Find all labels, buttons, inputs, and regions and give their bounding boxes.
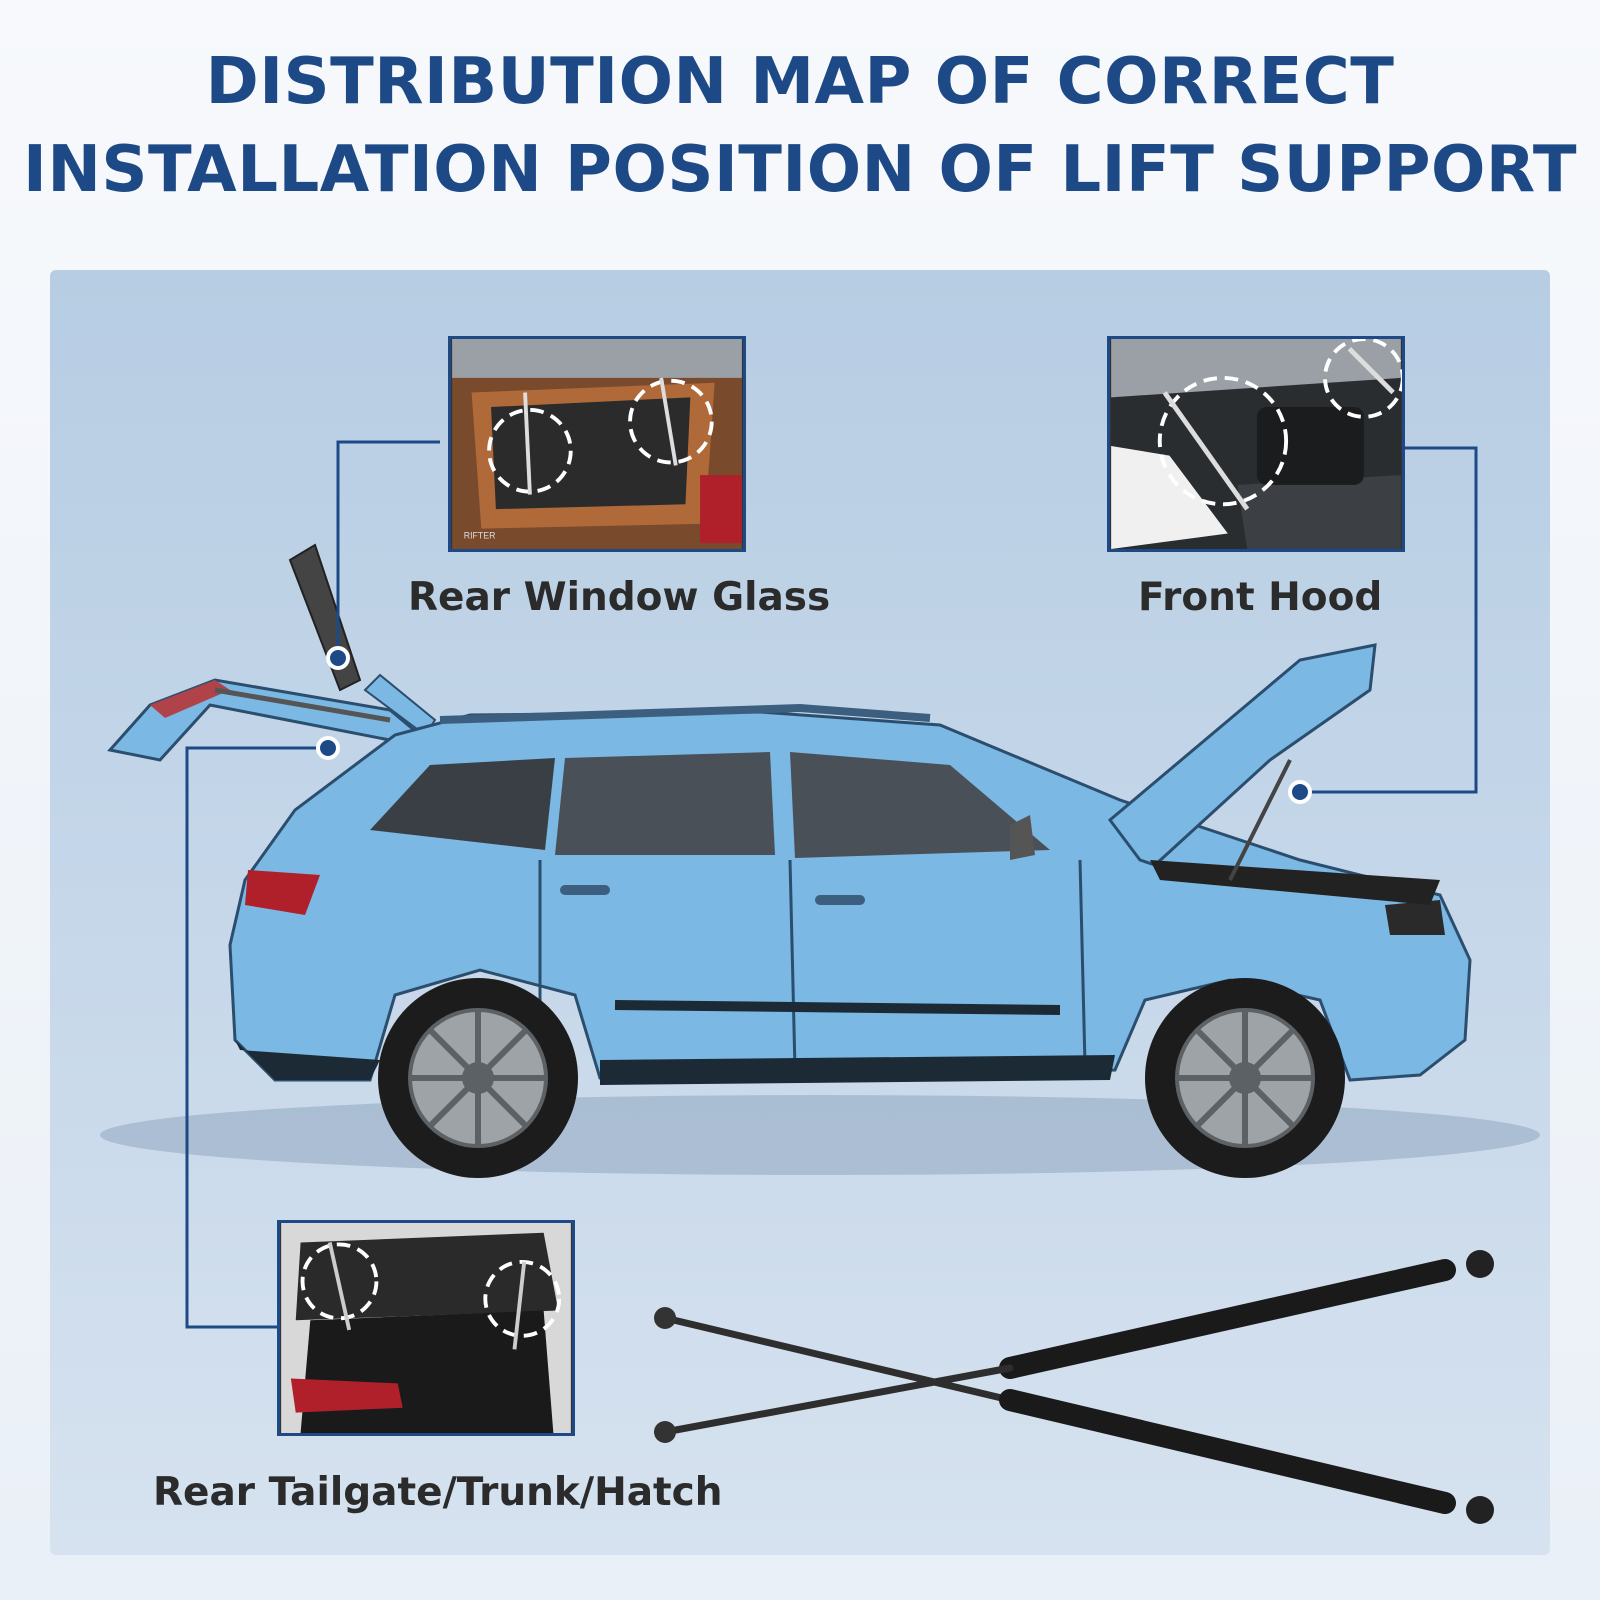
title-line-1: DISTRIBUTION MAP OF CORRECT: [205, 45, 1395, 119]
rear-window-photo: RIFTER: [448, 336, 746, 552]
page-title: DISTRIBUTION MAP OF CORRECT INSTALLATION…: [0, 38, 1600, 214]
engine-bay-photo: [1107, 336, 1405, 552]
rear-window-badge-text: RIFTER: [464, 530, 496, 540]
title-line-2: INSTALLATION POSITION OF LIFT SUPPORT: [23, 133, 1577, 207]
connector-front-hood: [1288, 446, 1478, 804]
front-wheel: [1145, 978, 1345, 1178]
connector-rear-tailgate: [185, 736, 340, 1329]
open-tailgate: [107, 543, 437, 762]
gas-strut-2: [654, 1250, 1494, 1443]
gas-strut-1: [654, 1307, 1494, 1524]
label-rear-tailgate: Rear Tailgate/Trunk/Hatch: [153, 1470, 723, 1515]
tailgate-photo: [277, 1220, 575, 1436]
rear-wheel: [378, 978, 578, 1178]
label-rear-window-glass: Rear Window Glass: [408, 575, 831, 620]
open-hood: [1107, 643, 1440, 905]
label-front-hood: Front Hood: [1138, 575, 1383, 620]
connector-rear-window: [326, 440, 440, 670]
suv-body: [228, 703, 1472, 1085]
